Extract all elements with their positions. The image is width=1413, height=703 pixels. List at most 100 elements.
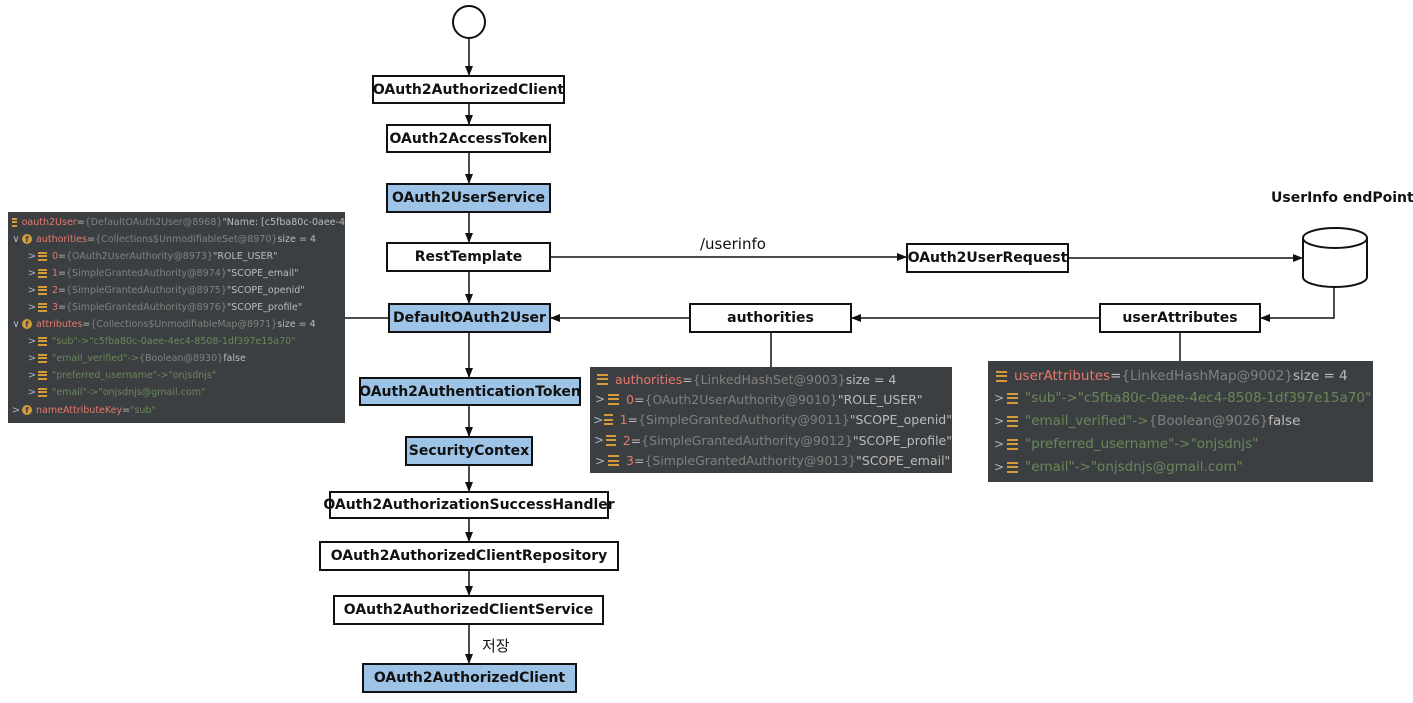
debug-tree-row[interactable]: >"sub" -> "c5fba80c-0aee-4ec4-8508-1df39… <box>8 333 345 349</box>
field-icon <box>38 387 47 397</box>
debug-eq: = <box>122 404 131 416</box>
debug-eq: = <box>58 301 67 313</box>
start-state <box>452 5 486 39</box>
chevron-right-icon[interactable]: > <box>993 391 1005 405</box>
debug-value: "SCOPE_openid" <box>226 284 305 296</box>
chevron-right-icon[interactable]: > <box>27 301 37 313</box>
debug-eq: = <box>82 318 91 330</box>
chevron-right-icon[interactable]: > <box>11 404 21 416</box>
debug-key: "email_verified" <box>52 352 128 364</box>
debug-type: {SimpleGrantedAuthority@8975} <box>66 284 227 296</box>
debug-arrow: -> <box>1174 436 1191 452</box>
debug-tree-row[interactable]: >"email" -> "onjsdnjs@gmail.com" <box>8 384 345 400</box>
debug-panel-oauth2user: oauth2User = {DefaultOAuth2User@8968} "N… <box>8 212 345 423</box>
chevron-right-icon[interactable]: > <box>594 453 606 468</box>
chevron-right-icon[interactable]: > <box>993 437 1005 451</box>
chevron-right-icon[interactable]: > <box>27 386 37 398</box>
debug-index: 0 <box>626 391 634 407</box>
debug-key: "preferred_username" <box>1025 436 1175 452</box>
field-icon <box>38 302 47 312</box>
debug-tree-row[interactable]: >"email" -> "onjsdnjs@gmail.com" <box>988 456 1373 478</box>
debug-name: userAttributes <box>1014 368 1111 384</box>
chevron-down-icon[interactable]: ∨ <box>12 233 20 245</box>
debug-index: 3 <box>52 301 59 313</box>
chevron-right-icon[interactable]: > <box>27 284 37 296</box>
debug-row-authorities[interactable]: ∨ f authorities = {Collections$Unmodifia… <box>8 231 345 247</box>
debug-arrow: -> <box>1061 390 1078 406</box>
debug-tree-row[interactable]: >0 = {OAuth2UserAuthority@9010} "ROLE_US… <box>590 389 952 409</box>
info-field-icon: f <box>22 234 32 244</box>
debug-eq: = <box>633 453 645 468</box>
field-icon <box>996 370 1007 382</box>
debug-type: {Collections$UnmodifiableSet@8970} <box>95 233 278 245</box>
userinfo-path-label: /userinfo <box>700 235 766 253</box>
node-oauth2-user-request: OAuth2UserRequest <box>906 243 1069 273</box>
debug-arrow: -> <box>1132 413 1149 429</box>
debug-value: "onjsdnjs" <box>168 369 217 381</box>
debug-tree-row[interactable]: >"preferred_username" -> "onjsdnjs" <box>8 367 345 383</box>
debug-type: {SimpleGrantedAuthority@8974} <box>66 267 227 279</box>
info-field-icon: f <box>22 405 32 415</box>
debug-tree-row[interactable]: >3 = {SimpleGrantedAuthority@8976} "SCOP… <box>8 299 345 315</box>
debug-key: "sub" <box>52 335 78 347</box>
debug-index: 3 <box>626 453 634 468</box>
debug-value: "onjsdnjs@gmail.com" <box>98 386 206 398</box>
chevron-right-icon[interactable]: > <box>27 335 37 347</box>
save-label: 저장 <box>482 637 510 655</box>
debug-tree-row[interactable]: >0 = {OAuth2UserAuthority@8973} "ROLE_US… <box>8 248 345 264</box>
debug-key: "sub" <box>1025 390 1062 406</box>
debug-name: authorities <box>615 371 683 387</box>
chevron-right-icon[interactable]: > <box>27 267 37 279</box>
field-icon <box>604 414 613 425</box>
debug-tree-row[interactable]: >2 = {SimpleGrantedAuthority@9012} "SCOP… <box>590 430 952 450</box>
debug-key: "email" <box>52 386 87 398</box>
debug-tree-row[interactable]: >"email_verified" -> {Boolean@8930} fals… <box>8 350 345 366</box>
debug-value: "Name: [c5fba80c-0aee-4 <box>222 216 345 228</box>
debug-row-oauth2user: oauth2User = {DefaultOAuth2User@8968} "N… <box>8 214 345 230</box>
chevron-right-icon[interactable]: > <box>27 352 37 364</box>
node-oauth2-authorized-client-top: OAuth2AuthorizedClient <box>372 75 565 104</box>
debug-tree-row[interactable]: >3 = {SimpleGrantedAuthority@9013} "SCOP… <box>590 451 952 471</box>
chevron-right-icon[interactable]: > <box>593 433 605 447</box>
debug-arrow: -> <box>127 352 139 364</box>
node-oauth2-user-service: OAuth2UserService <box>386 183 551 213</box>
debug-tree-row[interactable]: > "preferred_username" -> "onjsdnjs" <box>988 433 1373 455</box>
debug-panel-authorities: authorities = {LinkedHashSet@9003} size … <box>590 367 952 473</box>
debug-value: "SCOPE_email" <box>856 453 951 468</box>
debug-type: {LinkedHashMap@9002} <box>1121 368 1293 384</box>
chevron-right-icon[interactable]: > <box>594 392 606 406</box>
debug-value: "onjsdnjs" <box>1190 436 1259 452</box>
debug-type: {SimpleGrantedAuthority@8976} <box>66 301 227 313</box>
debug-tree-row[interactable]: >1 = {SimpleGrantedAuthority@8974} "SCOP… <box>8 265 345 281</box>
debug-tree-row[interactable]: >1 = {SimpleGrantedAuthority@9011} "SCOP… <box>590 410 952 430</box>
debug-index: 2 <box>52 284 59 296</box>
debug-tree-row[interactable]: >"sub" -> "c5fba80c-0aee-4ec4-8508-1df39… <box>988 387 1373 409</box>
debug-arrow: -> <box>77 335 90 347</box>
chevron-right-icon[interactable]: > <box>27 250 37 262</box>
debug-type: {Boolean@8930} <box>138 352 224 364</box>
debug-eq: = <box>58 284 67 296</box>
chevron-right-icon[interactable]: > <box>993 414 1005 428</box>
node-oauth2-authorized-client-bottom: OAuth2AuthorizedClient <box>362 663 577 693</box>
node-authorized-client-repository: OAuth2AuthorizedClientRepository <box>319 541 619 571</box>
chevron-right-icon[interactable]: > <box>593 412 604 427</box>
debug-type: {DefaultOAuth2User@8968} <box>84 216 223 228</box>
node-oauth2-authentication-token: OAuth2AuthenticationToken <box>359 377 581 406</box>
debug-row-name-attribute-key[interactable]: > f nameAttributeKey = "sub" <box>8 402 345 418</box>
field-icon <box>38 353 47 363</box>
chevron-right-icon[interactable]: > <box>27 369 37 381</box>
debug-type: {SimpleGrantedAuthority@9013} <box>644 453 857 468</box>
debug-index: 1 <box>52 267 59 279</box>
debug-type: {SimpleGrantedAuthority@9011} <box>638 412 850 427</box>
debug-name: authorities <box>36 233 88 245</box>
debug-tree-row[interactable]: >2 = {SimpleGrantedAuthority@8975} "SCOP… <box>8 282 345 298</box>
debug-row-attributes[interactable]: ∨ f attributes = {Collections$Unmodifiab… <box>8 316 345 332</box>
chevron-right-icon[interactable]: > <box>993 460 1005 474</box>
debug-eq: = <box>627 412 638 427</box>
debug-tree-row[interactable]: >"email_verified" -> {Boolean@9026} fals… <box>988 410 1373 432</box>
chevron-down-icon[interactable]: ∨ <box>12 318 20 330</box>
field-icon <box>1007 438 1018 450</box>
debug-size: size = 4 <box>277 233 316 245</box>
database-icon <box>1302 227 1368 288</box>
